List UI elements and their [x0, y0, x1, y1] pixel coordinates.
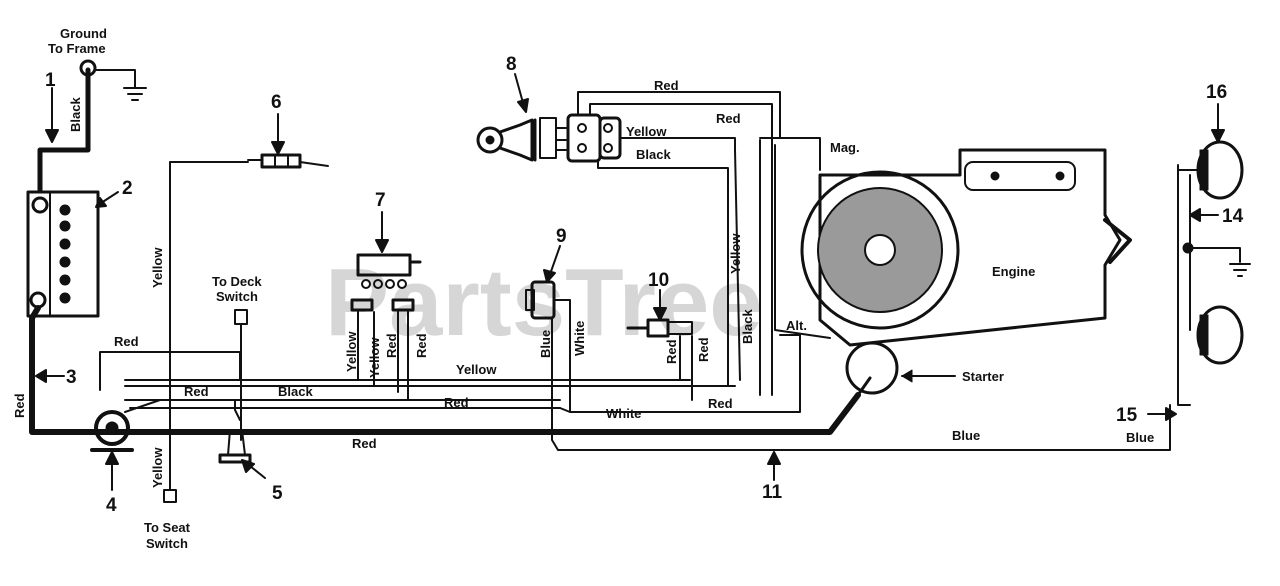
ground-symbol-left: [123, 87, 147, 101]
wire-label-red-right: Red: [708, 396, 733, 411]
deck-label-1: To Deck: [212, 274, 262, 289]
callout-1: 1: [45, 70, 56, 91]
harness-line-f: [234, 399, 241, 421]
key-red-top-wire: [577, 91, 781, 139]
ground-wire: [37, 67, 91, 193]
wire-label-key-black: Black: [636, 147, 671, 162]
headlight-bottom: [1196, 305, 1244, 365]
solenoid-right-lead: [124, 399, 171, 413]
deck-label-2: Switch: [216, 289, 258, 304]
ground-lead: [94, 69, 136, 89]
key-yellow-wire: [619, 137, 741, 381]
alt-label: Alt.: [786, 318, 807, 333]
key-connector: [566, 113, 622, 163]
starter: [845, 341, 899, 395]
seat-label-1: To Seat: [144, 520, 191, 535]
ground-label-1: Ground: [60, 26, 107, 41]
wire-label-black-mid: Black: [278, 384, 313, 399]
wire-label-blue-bottom: Blue: [952, 428, 980, 443]
callout-5: 5: [272, 483, 283, 504]
callout-3: 3: [66, 367, 77, 388]
wire-label-black-ground: Black: [68, 97, 83, 132]
callout-6: 6: [271, 92, 282, 113]
callout-14: 14: [1222, 206, 1244, 227]
wire-label-sw10-red1: Red: [664, 339, 679, 364]
wire-label-yellow-mid: Yellow: [456, 362, 497, 377]
wire-label-key-red: Red: [716, 111, 741, 126]
switch-7: [350, 253, 422, 312]
deck-switch-connector: [234, 309, 248, 325]
starter-arrow-head: [901, 369, 913, 383]
wire-label-sw7-red1: Red: [384, 333, 399, 358]
starter-lead: [856, 376, 872, 397]
ground-symbol-right: [1229, 263, 1251, 277]
ground-label-2: To Frame: [48, 41, 106, 56]
wire-label-sw9-blue: Blue: [538, 330, 553, 358]
headlight-top: [1177, 140, 1244, 200]
mag-label: Mag.: [830, 140, 860, 155]
main-red-cable: [29, 305, 861, 435]
key-switch: [476, 117, 567, 162]
wire-label-v-yellow: Yellow: [728, 233, 743, 274]
connector-6: [247, 153, 329, 169]
yellow-wire-vertical: [169, 161, 249, 491]
wire-label-sw7-red2: Red: [414, 333, 429, 358]
wire-label-yellow-bottom: Yellow: [150, 447, 165, 488]
solenoid: [90, 410, 134, 452]
callout-10: 10: [648, 270, 669, 291]
wire-label-red-lower: Red: [184, 384, 209, 399]
callout-15: 15: [1116, 405, 1138, 426]
wire-label-sw7-yellow2: Yellow: [367, 337, 382, 378]
wire-label-blue-right: Blue: [1126, 430, 1154, 445]
key-red-wire: [589, 103, 773, 396]
callout-8: 8: [506, 54, 517, 75]
wire-label-red-main: Red: [352, 436, 377, 451]
callout-7: 7: [375, 190, 386, 211]
wire-label-v-black: Black: [740, 309, 755, 344]
wire-label-sw7-yellow1: Yellow: [344, 331, 359, 372]
wire-label-key-yellow: Yellow: [626, 124, 667, 139]
sw9-white-wire: [553, 299, 571, 413]
wire-label-sw9-white: White: [572, 321, 587, 356]
wire-label-red-upper: Red: [114, 334, 139, 349]
switch-5: [218, 429, 252, 464]
callout-4: 4: [106, 495, 117, 516]
battery: [26, 190, 100, 318]
engine-label: Engine: [992, 264, 1035, 279]
light-ground-lead: [1189, 247, 1241, 263]
callout-9: 9: [556, 226, 567, 247]
harness-line-e: [559, 334, 801, 413]
wire-label-red-mid: Red: [444, 395, 469, 410]
switch-10: [626, 318, 693, 338]
callout-2: 2: [122, 178, 133, 199]
wire-label-white-h: White: [606, 406, 641, 421]
ground-terminal: [79, 59, 97, 77]
wire-label-key-red-top: Red: [654, 78, 679, 93]
engine: [800, 148, 1132, 347]
callout-11: 11: [762, 482, 783, 503]
starter-label: Starter: [962, 369, 1004, 384]
callout-arrows: [35, 73, 1225, 491]
seat-label-2: Switch: [146, 536, 188, 551]
sw9-blue-wire: [551, 317, 1171, 451]
mag-wire: [759, 137, 821, 171]
wire-label-red-left: Red: [12, 393, 27, 418]
wire-label-sw10-red2: Red: [696, 337, 711, 362]
callout-16: 16: [1206, 82, 1227, 103]
wire-label-yellow-vertical: Yellow: [150, 247, 165, 288]
light-harness-wire: [1177, 164, 1191, 406]
key-black-wire: [597, 160, 729, 387]
seat-switch-plug: [163, 489, 177, 503]
alt-wire: [774, 144, 831, 339]
